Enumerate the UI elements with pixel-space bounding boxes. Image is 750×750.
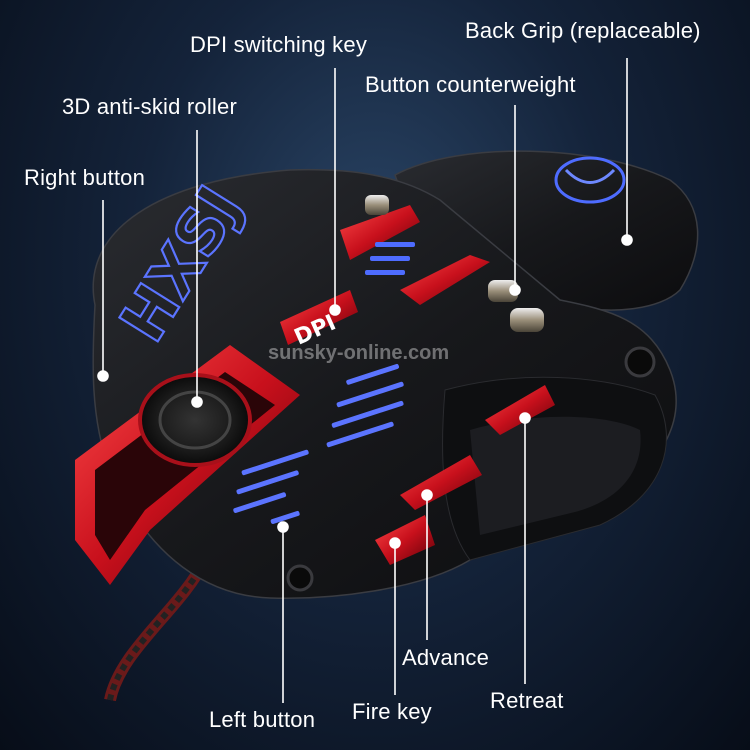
back-grip (394, 150, 699, 311)
label-fire-key: Fire key (352, 699, 432, 724)
fire-key-button (375, 515, 435, 565)
label-back-grip: Back Grip (replaceable) (465, 18, 701, 43)
label-button-counterweight: Button counterweight (365, 72, 576, 97)
label-advance: Advance (402, 645, 490, 670)
label-dpi-switching-key: DPI switching key (190, 32, 368, 57)
vent-slots (365, 242, 415, 275)
red-accent-mid (400, 255, 490, 305)
dpi-button (280, 290, 358, 345)
counterweight-mid (488, 280, 518, 302)
label-left-button: Left button (209, 707, 316, 732)
label-right-button: Right button (24, 165, 146, 190)
grip-logo-icon (554, 156, 626, 204)
label-retreat: Retreat (490, 688, 564, 713)
retreat-button (485, 385, 555, 435)
advance-button (400, 455, 482, 510)
red-accent-top (340, 205, 420, 260)
counterweight-top (365, 195, 389, 215)
watermark: sunsky-online.com (268, 342, 450, 364)
label-anti-skid-roller: 3D anti-skid roller (62, 94, 237, 119)
counterweight-low (510, 308, 544, 332)
scroll-wheel (138, 373, 252, 467)
led-dots (233, 363, 404, 524)
